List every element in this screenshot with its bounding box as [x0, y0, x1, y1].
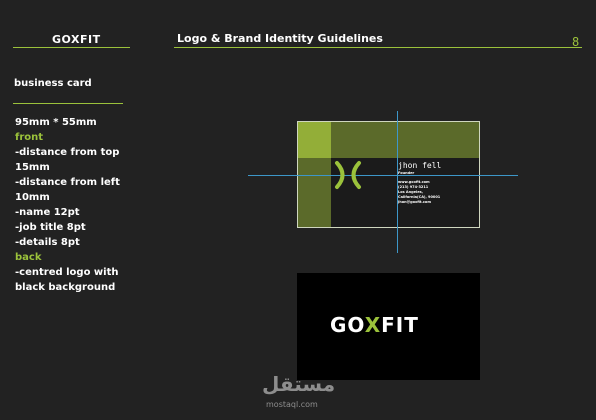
card-detail-line: California(CA), 90001 [398, 195, 441, 199]
watermark-arabic: مستقل [262, 372, 336, 396]
card-detail-line: www.goxfit.com [398, 180, 430, 184]
card-detail-line: jhon@goxfit.com [398, 200, 431, 204]
brand-underline [13, 47, 130, 48]
spec-item: -job title 8pt [15, 222, 86, 233]
card-detail-line: Los Angeles, [398, 190, 424, 194]
card-corner-block [298, 122, 331, 158]
section-underline [13, 103, 123, 104]
spec-item: 15mm [15, 162, 50, 173]
spec-item: -name 12pt [15, 207, 80, 218]
card-job-title: Founder [398, 171, 415, 175]
spec-item: 95mm * 55mm [15, 117, 97, 128]
spec-item: 10mm [15, 192, 50, 203]
brand-name: GOXFIT [52, 33, 101, 46]
spec-item: -centred logo with [15, 267, 119, 278]
page-title: Logo & Brand Identity Guidelines [177, 32, 383, 45]
horizontal-guide-line [248, 175, 518, 176]
spec-item: -distance from left [15, 177, 120, 188]
business-card-front [297, 121, 480, 228]
card-detail-line: (213) 974-3211 [398, 185, 429, 189]
logo-text-fit: FIT [381, 313, 419, 337]
section-label: business card [14, 78, 92, 89]
vertical-guide-line [397, 111, 398, 253]
spec-item: -details 8pt [15, 237, 80, 248]
spec-item: -distance from top [15, 147, 120, 158]
logo-text-go: GO [330, 313, 365, 337]
spec-list: 95mm * 55mm front -distance from top 15mm -d… [15, 115, 120, 295]
business-card-back [297, 273, 480, 380]
spec-item: back [15, 252, 42, 263]
logo-text-x: X [364, 313, 382, 337]
spec-item: front [15, 132, 44, 143]
goxfit-logo: GOXFIT [330, 313, 419, 337]
watermark-latin: mostaql.com [266, 400, 318, 409]
page-number: 8 [572, 35, 580, 49]
title-underline [174, 47, 582, 48]
spec-item: black background [15, 282, 116, 293]
card-person-name: jhon fell [398, 161, 442, 170]
goxfit-x-mark-icon [335, 161, 361, 189]
